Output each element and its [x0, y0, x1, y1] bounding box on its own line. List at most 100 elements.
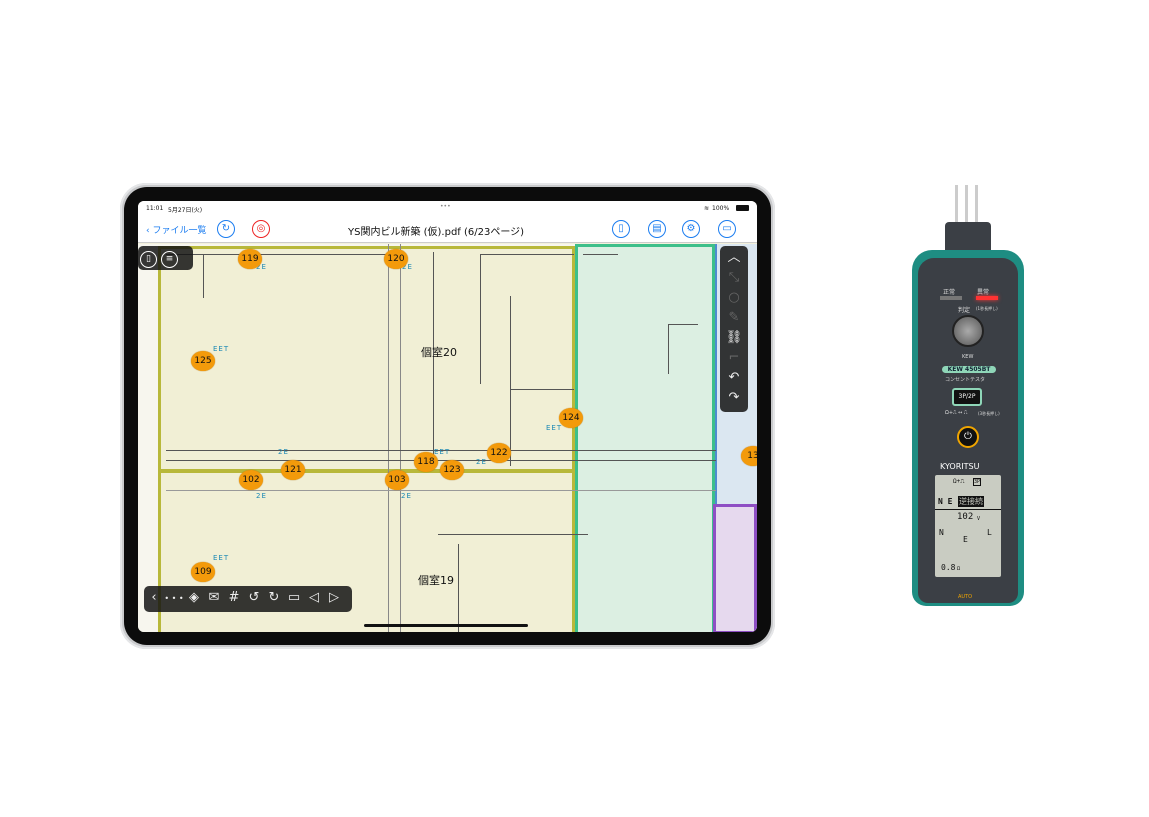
chevron-left-icon[interactable]: ‹ [151, 590, 157, 605]
back-button[interactable]: ‹ ファイル一覧 [146, 223, 207, 236]
judge-note: (1秒長押し) [976, 306, 998, 311]
document-title: YS関内ビル新築 (仮).pdf (6/23ページ) [348, 227, 525, 238]
list-icon[interactable]: ≡ [161, 251, 178, 268]
status-time: 11:01 [146, 205, 164, 212]
product-label: コンセントテスタ [945, 377, 986, 383]
lcd-voltage: 102 [957, 512, 974, 522]
line-tool-icon[interactable]: ⌐ [728, 350, 740, 365]
lasso-icon[interactable]: ⤡ [728, 270, 740, 285]
auto-label: AUTO [958, 594, 973, 600]
print-icon[interactable]: ▤ [648, 220, 666, 238]
room-area-20 [158, 246, 575, 472]
circuit-label: 2E [278, 448, 289, 456]
lcd-resistance: 0.8 [941, 563, 956, 572]
kew-bluetooth-label: KEW [962, 354, 974, 360]
redo-icon[interactable]: ↷ [728, 390, 740, 405]
back-label: ファイル一覧 [152, 226, 207, 236]
lcd-n: N [939, 528, 944, 537]
judge-label: 判定 [958, 307, 971, 314]
ruler-icon[interactable]: ▭ [287, 590, 301, 605]
next-page-icon[interactable]: ▷ [329, 590, 339, 605]
lcd-resistance-unit: Ω [957, 566, 961, 572]
floor-plan-canvas[interactable]: 個室20 個室19 2E 2E EET EET 2E EET 2E 2E 2E … [138, 244, 757, 632]
multitask-dots[interactable]: ••• [440, 203, 451, 210]
outlet-marker[interactable]: 102 [239, 470, 263, 490]
chevron-up-icon[interactable]: ︿ [727, 250, 741, 265]
record-pin-icon[interactable]: ◎ [252, 220, 270, 238]
circuit-label: EET [434, 448, 451, 456]
pin-icon[interactable]: ○ [728, 290, 740, 305]
outlet-marker[interactable]: 120 [384, 249, 408, 269]
status-bar: 11:01 5月27日(火) ••• ≋ 100% [138, 201, 757, 215]
mail-icon[interactable]: ✉ [208, 590, 220, 605]
rotate-left-icon[interactable]: ↺ [248, 590, 260, 605]
app-screen: 11:01 5月27日(火) ••• ≋ 100% ‹ ファイル一覧 ↻ ◎ Y… [138, 201, 757, 632]
lcd-mode: Ω+⎍ [953, 478, 965, 485]
outlet-marker[interactable]: 123 [440, 460, 464, 480]
top-toolbar: ‹ ファイル一覧 ↻ ◎ YS関内ビル新築 (仮).pdf (6/23ページ) … [138, 215, 757, 243]
bookmark-icon[interactable]: ▯ [612, 220, 630, 238]
pencil-icon[interactable]: ✎ [728, 310, 740, 325]
lcd-e: E [963, 535, 968, 544]
room-label-19: 個室19 [418, 574, 454, 587]
room-area-purple [713, 504, 757, 632]
model-label: KEW 4505BT [942, 366, 996, 373]
chevron-left-icon: ‹ [146, 226, 150, 236]
outlet-marker[interactable]: 124 [559, 408, 583, 428]
circuit-label: EET [546, 424, 563, 432]
outlet-marker[interactable]: 121 [281, 460, 305, 480]
abnormal-label: 異常 [977, 289, 990, 296]
plug-prong [965, 185, 968, 225]
rotate-right-icon[interactable]: ↻ [268, 590, 280, 605]
circuit-label: 2E [476, 458, 487, 466]
outlet-marker[interactable]: 119 [238, 249, 262, 269]
lcd-display: Ω+⎍ 3P N E 逆接続 102 V N L E 0.8 Ω [935, 475, 1001, 577]
abnormal-led [976, 296, 998, 300]
lcd-mode-tag: 3P [973, 478, 982, 486]
power-icon[interactable]: ⏻ [957, 426, 979, 448]
outlet-marker[interactable]: 118 [414, 452, 438, 472]
gear-icon[interactable]: ⚙ [682, 220, 700, 238]
circuit-label: 2E [256, 492, 267, 500]
circuit-label: 2E [401, 492, 412, 500]
bottom-toolbar: ‹ • • • ◈ ✉ # ↺ ↻ ▭ ◁ ▷ [144, 586, 352, 612]
refresh-icon[interactable]: ↻ [217, 220, 235, 238]
status-date: 5月27日(火) [168, 207, 203, 214]
outlet-marker[interactable]: 122 [487, 443, 511, 463]
undo-icon[interactable]: ↶ [728, 370, 740, 385]
outlet-marker[interactable]: 125 [191, 351, 215, 371]
window-icon[interactable]: ▭ [718, 220, 736, 238]
circuit-label: 2E [402, 263, 413, 271]
link-icon[interactable]: ⛓ [725, 330, 743, 345]
brand-logo: KYORITSU [940, 462, 980, 471]
plug-prong [975, 185, 978, 225]
battery-level: 100% [712, 205, 730, 212]
home-indicator [364, 624, 528, 627]
more-icon[interactable]: • • • [164, 594, 184, 603]
room-area-green [575, 244, 715, 632]
outlet-marker[interactable]: 13 [741, 446, 757, 466]
tool-palette: ︿ ⤡ ○ ✎ ⛓ ⌐ ↶ ↷ [720, 246, 748, 412]
circuit-label: EET [213, 554, 230, 562]
circuit-label: 2E [256, 263, 267, 271]
book-icon[interactable]: ▯ [140, 251, 157, 268]
outlet-marker[interactable]: 109 [191, 562, 215, 582]
mode-legend: Ω+⎍ ↔ ⎍ [945, 410, 968, 416]
lcd-voltage-unit: V [977, 516, 981, 522]
wifi-icon: ≋ [704, 205, 710, 212]
lcd-l: L [987, 528, 992, 537]
grid-icon[interactable]: # [228, 590, 240, 605]
mode-button[interactable]: 3P/2P [952, 388, 982, 406]
lcd-ne: N E [938, 497, 953, 506]
judge-button[interactable] [952, 315, 984, 347]
battery-icon [736, 205, 749, 211]
outlet-marker[interactable]: 103 [385, 470, 409, 490]
layers-icon[interactable]: ◈ [189, 590, 199, 605]
mode-note: (3秒長押し) [978, 411, 1000, 416]
normal-label: 正常 [943, 289, 956, 296]
plug-prong [955, 185, 958, 225]
prev-page-icon[interactable]: ◁ [309, 590, 319, 605]
view-controls: ▯≡ [138, 246, 193, 270]
lcd-status: 逆接続 [958, 496, 984, 507]
normal-led [940, 296, 962, 300]
